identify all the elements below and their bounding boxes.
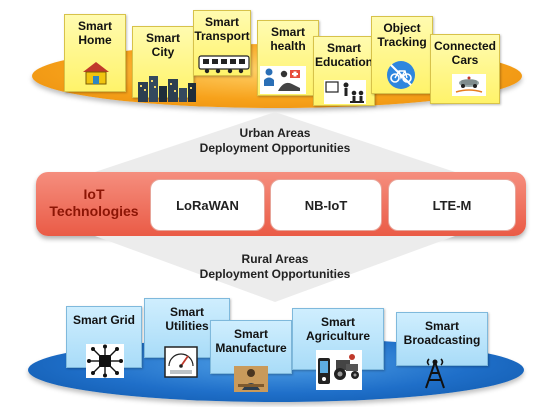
bicycle-icon [387,61,415,89]
card-label: Object Tracking [377,21,427,49]
urban-caption: Urban Areas Deployment Opportunities [199,126,351,155]
broadcast-tower-icon [425,358,445,389]
tech-lte-m: LTE-M [388,179,516,231]
card-label: Connected Cars [433,39,496,67]
card-smart-agriculture: Smart Agriculture [292,308,384,370]
classroom-icon [324,80,366,104]
card-label: Smart Broadcasting [403,319,481,347]
urban-deployment-triangle [95,112,455,172]
meter-gauge-icon [164,346,198,378]
tech-lorawan: LoRaWAN [150,179,265,231]
card-smart-grid: Smart Grid [66,306,142,368]
card-label: Smart Education [314,41,373,69]
card-label: Smart Home [77,19,112,47]
card-object-tracking: Object Tracking [371,16,433,94]
card-smart-home: Smart Home [64,14,126,92]
card-smart-broadcasting: Smart Broadcasting [396,312,488,366]
worker-icon [234,366,268,392]
house-icon [83,62,109,85]
card-label: Smart Grid [72,313,135,327]
card-label: Smart Agriculture [305,315,370,343]
train-icon [198,55,250,74]
health-care-icon [260,66,306,94]
card-label: Smart Manufacture [215,327,287,355]
city-buildings-icon [138,76,196,102]
iot-technologies-label: IoT Technologies [49,186,139,219]
card-label: Smart City [145,31,180,59]
rural-caption: Rural Areas Deployment Opportunities [199,252,351,281]
card-label: Smart health [270,25,306,53]
card-label: Smart Transport [194,15,250,43]
rural-deployment-triangle [95,236,455,302]
card-label: Smart Utilities [165,305,209,333]
cars-icon [452,74,486,96]
card-smart-city: Smart City [132,26,194,98]
circuit-chip-icon [86,344,124,378]
tractor-icon [316,350,362,390]
card-smart-manufacture: Smart Manufacture [210,320,292,374]
tech-nb-iot: NB-IoT [270,179,382,231]
